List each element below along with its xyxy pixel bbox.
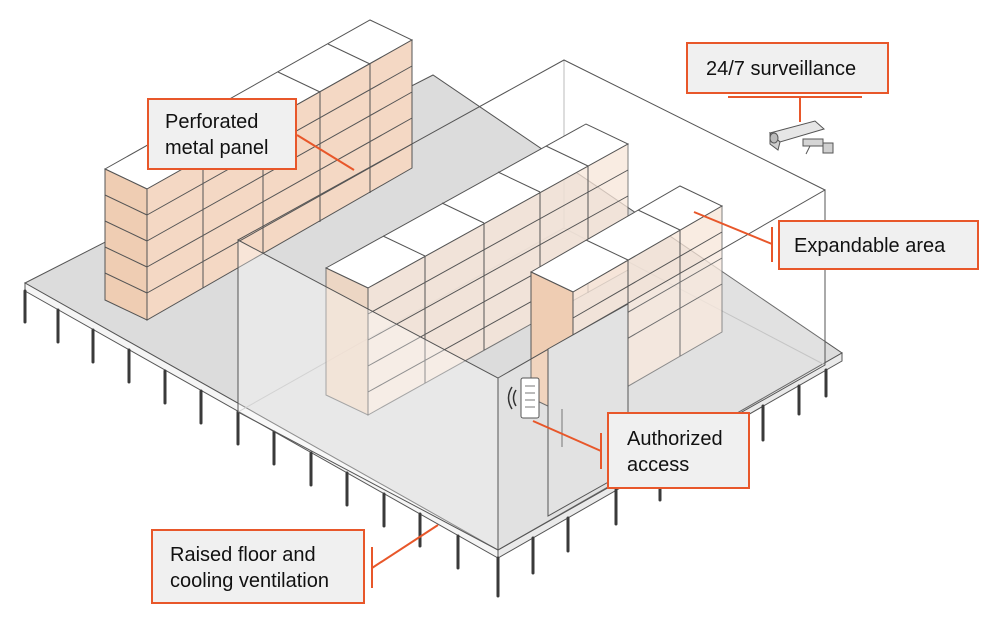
leader-authorized — [532, 420, 602, 452]
leader-raised — [371, 524, 439, 569]
callout-perforated-metal-panel: Perforated metal panel — [147, 98, 297, 170]
callout-raised-floor: Raised floor and cooling ventilation — [151, 529, 365, 604]
leader-expandable — [693, 211, 773, 245]
inner-cabinet-row-a — [324, 123, 630, 416]
cabinet-end — [104, 168, 148, 321]
leader-perforated — [296, 134, 355, 171]
callout-surveillance: 24/7 surveillance — [686, 42, 889, 94]
callout-expandable-area: Expandable area — [778, 220, 979, 270]
leader-lines — [296, 96, 862, 588]
camera-icon — [768, 120, 834, 155]
callout-authorized-access: Authorized access — [607, 412, 750, 489]
keypad — [507, 377, 540, 419]
